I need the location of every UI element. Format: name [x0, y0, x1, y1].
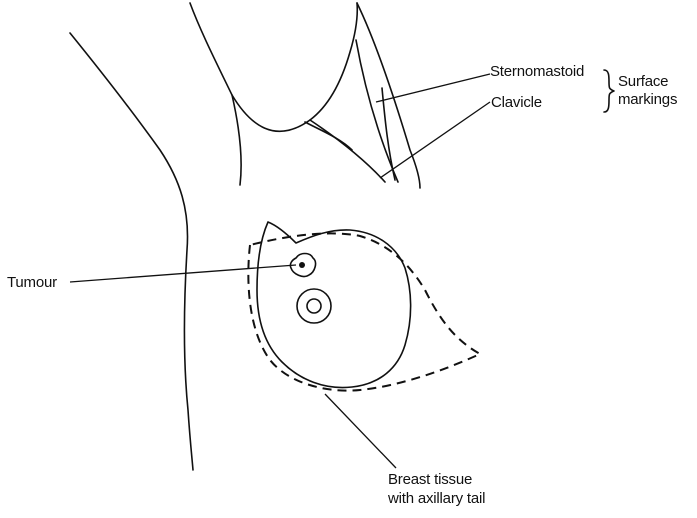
shoulder-fold	[232, 95, 241, 185]
breast-tissue-dashed-outline	[248, 233, 480, 390]
tumour-core	[299, 262, 305, 268]
surface-markings-brace	[604, 70, 614, 112]
clavicle-line-1	[382, 88, 395, 180]
tumour-label: Tumour	[7, 274, 57, 291]
breast-outline	[257, 222, 411, 388]
clavicle-leader	[380, 102, 490, 178]
surface-markings-label-line1: Surface	[618, 73, 668, 90]
tumour-leader	[70, 265, 296, 282]
areola	[297, 289, 331, 323]
body-outline	[70, 3, 420, 470]
sternomastoid-leader	[376, 74, 490, 102]
surface-markings-label-line2: markings	[618, 91, 677, 108]
leader-lines	[70, 74, 490, 468]
breast-tissue-label-line1: Breast tissue	[388, 471, 472, 488]
breast-tissue-label-line2: with axillary tail	[388, 490, 485, 507]
sternomastoid-line-1	[310, 120, 385, 182]
sternomastoid-label: Sternomastoid	[490, 63, 584, 80]
breast-solid-contour	[257, 222, 411, 388]
arm-outer-contour	[70, 33, 193, 470]
neck-shoulder-contour	[190, 3, 357, 131]
nipple	[307, 299, 321, 313]
breast-tissue-leader	[325, 394, 396, 468]
clavicle-label: Clavicle	[491, 94, 542, 111]
